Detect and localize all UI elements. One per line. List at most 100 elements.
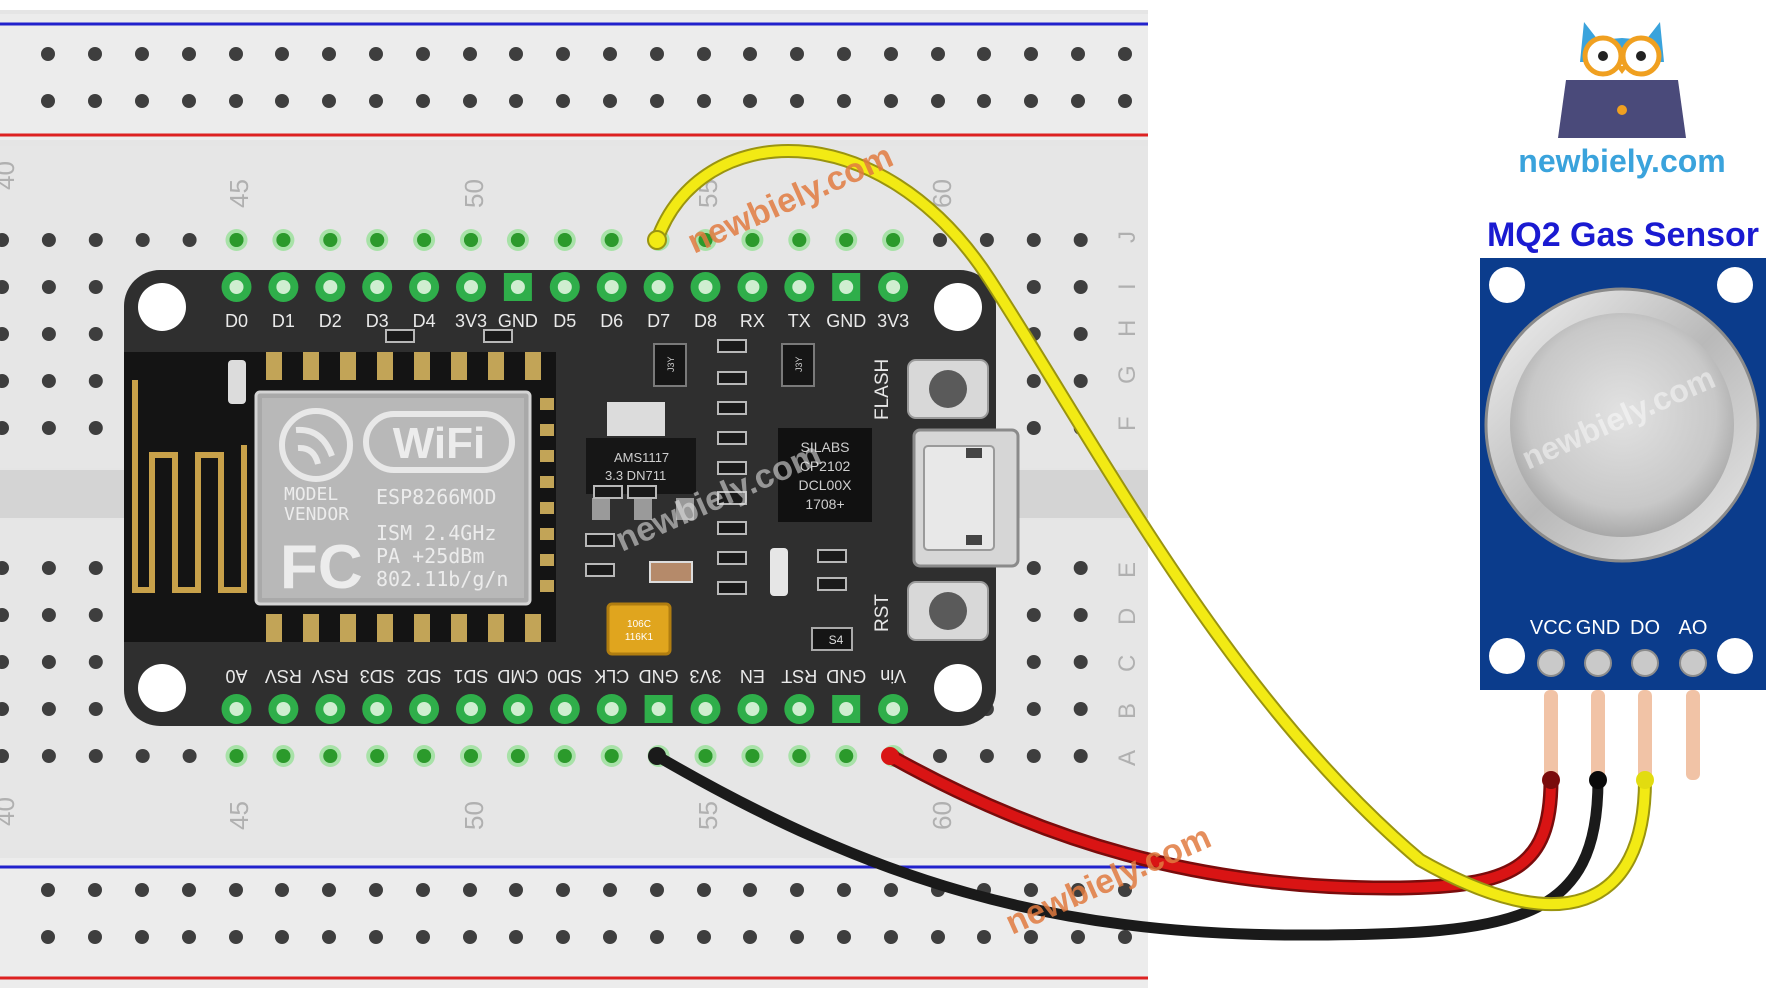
- black-wire[interactable]: [651, 750, 1604, 941]
- breadboard-hole: [1026, 561, 1041, 575]
- castellation-side: [540, 450, 554, 462]
- bottom-pin-label: GND: [826, 666, 866, 686]
- module-ism: ISM 2.4GHz: [376, 521, 496, 545]
- rail-hole: [931, 47, 945, 61]
- header-pin-hole: [745, 280, 760, 294]
- espressif-logo-icon: [279, 408, 353, 482]
- header-pin-hole: [370, 280, 385, 294]
- castellation-bottom: [303, 614, 319, 642]
- breadboard-hole: [0, 374, 9, 388]
- rail-hole: [135, 47, 149, 61]
- breadboard-hole: [88, 280, 103, 294]
- column-number-40: 40: [0, 161, 20, 190]
- header-pin-hole: [229, 280, 244, 294]
- column-number-60-bottom: 60: [927, 801, 957, 830]
- rail-hole: [322, 883, 336, 897]
- row-letter-h: H: [1114, 320, 1141, 337]
- rail-hole: [416, 47, 430, 61]
- rail-hole: [837, 47, 851, 61]
- smd-resistor: [717, 371, 747, 385]
- castellation-side: [540, 424, 554, 436]
- rail-hole: [837, 94, 851, 108]
- top-pin-label: D0: [225, 311, 248, 331]
- breadboard-hole: [135, 233, 150, 247]
- breadboard-hole: [1026, 608, 1041, 622]
- rail-hole: [135, 883, 149, 897]
- castellation-bottom: [377, 614, 393, 642]
- rail-hole: [41, 47, 55, 61]
- yellow-wire[interactable]: [652, 145, 1650, 910]
- rst-button-cap[interactable]: [929, 592, 967, 630]
- header-pin-hole: [323, 280, 338, 294]
- rail-hole: [275, 883, 289, 897]
- regulator-leg-2: [634, 498, 652, 520]
- top-pin-label: GND: [498, 311, 538, 331]
- micro-usb-pin-2: [966, 535, 982, 545]
- connected-hole: [464, 233, 478, 247]
- usb-chip-label-1: SILABS: [800, 439, 849, 455]
- breadboard-hole: [1026, 421, 1041, 435]
- rail-hole: [88, 94, 102, 108]
- bottom-pin-label: GND: [639, 666, 679, 686]
- breadboard-hole: [933, 749, 947, 763]
- castellation-side: [540, 398, 554, 410]
- breadboard-hole: [1026, 749, 1041, 763]
- breadboard-hole: [1026, 655, 1041, 669]
- sensor-leg-gnd: [1591, 690, 1605, 780]
- rail-hole: [275, 930, 289, 944]
- breadboard-hole: [1026, 233, 1041, 247]
- smd-resistor: [717, 581, 747, 595]
- connected-hole: [557, 749, 572, 763]
- bottom-pin-label: CLK: [594, 666, 629, 686]
- rail-hole: [41, 94, 55, 108]
- rail-hole: [463, 930, 477, 944]
- smd-resistor: [627, 485, 657, 499]
- breadboard-hole: [88, 608, 103, 622]
- rail-hole: [275, 47, 289, 61]
- module-standard: 802.11b/g/n: [376, 567, 508, 591]
- bottom-pin-label: RST: [781, 666, 817, 686]
- black-wire-end-sensor: [1589, 771, 1607, 789]
- castellation-bottom: [414, 614, 430, 642]
- breadboard-hole: [88, 327, 103, 341]
- breadboard-hole: [1073, 280, 1088, 294]
- top-pin-label: D5: [553, 311, 576, 331]
- connected-hole: [792, 749, 807, 763]
- top-pin-label: D7: [647, 311, 670, 331]
- pin-headers: [221, 272, 909, 724]
- rail-hole: [369, 883, 383, 897]
- bottom-pin-label: EN: [740, 666, 765, 686]
- module-castellations: [266, 352, 554, 642]
- row-letter-g: G: [1114, 365, 1141, 384]
- smd-resistor: [385, 329, 415, 343]
- wifi-logo-box: [363, 411, 515, 473]
- top-pin-label: D1: [272, 311, 295, 331]
- rail-hole: [650, 94, 664, 108]
- rail-hole: [743, 883, 757, 897]
- bottom-pin-label: RSV: [312, 666, 349, 686]
- red-wire[interactable]: [885, 751, 1556, 894]
- usb-chip: [778, 428, 872, 522]
- top-pin-label: 3V3: [877, 311, 909, 331]
- flash-button-cap[interactable]: [929, 370, 967, 408]
- castellation-side: [540, 528, 554, 540]
- rail-hole: [416, 930, 430, 944]
- sensor-pin-label: DO: [1630, 617, 1660, 639]
- rail-hole: [1118, 94, 1132, 108]
- rail-hole: [322, 94, 336, 108]
- header-pin-hole: [839, 702, 854, 716]
- connected-hole: [839, 749, 854, 763]
- connected-hole: [510, 749, 525, 763]
- rail-hole: [790, 883, 804, 897]
- rail-hole: [182, 47, 196, 61]
- breadboard-hole: [88, 749, 103, 763]
- rail-hole: [977, 47, 991, 61]
- rail-hole: [509, 94, 523, 108]
- breadboard-hole: [41, 702, 56, 716]
- castellation-side: [540, 476, 554, 488]
- castellation-bottom: [488, 614, 504, 642]
- rail-hole: [977, 930, 991, 944]
- breadboard-hole: [1073, 374, 1088, 388]
- column-number-50: 50: [459, 179, 489, 208]
- rail-hole: [697, 883, 711, 897]
